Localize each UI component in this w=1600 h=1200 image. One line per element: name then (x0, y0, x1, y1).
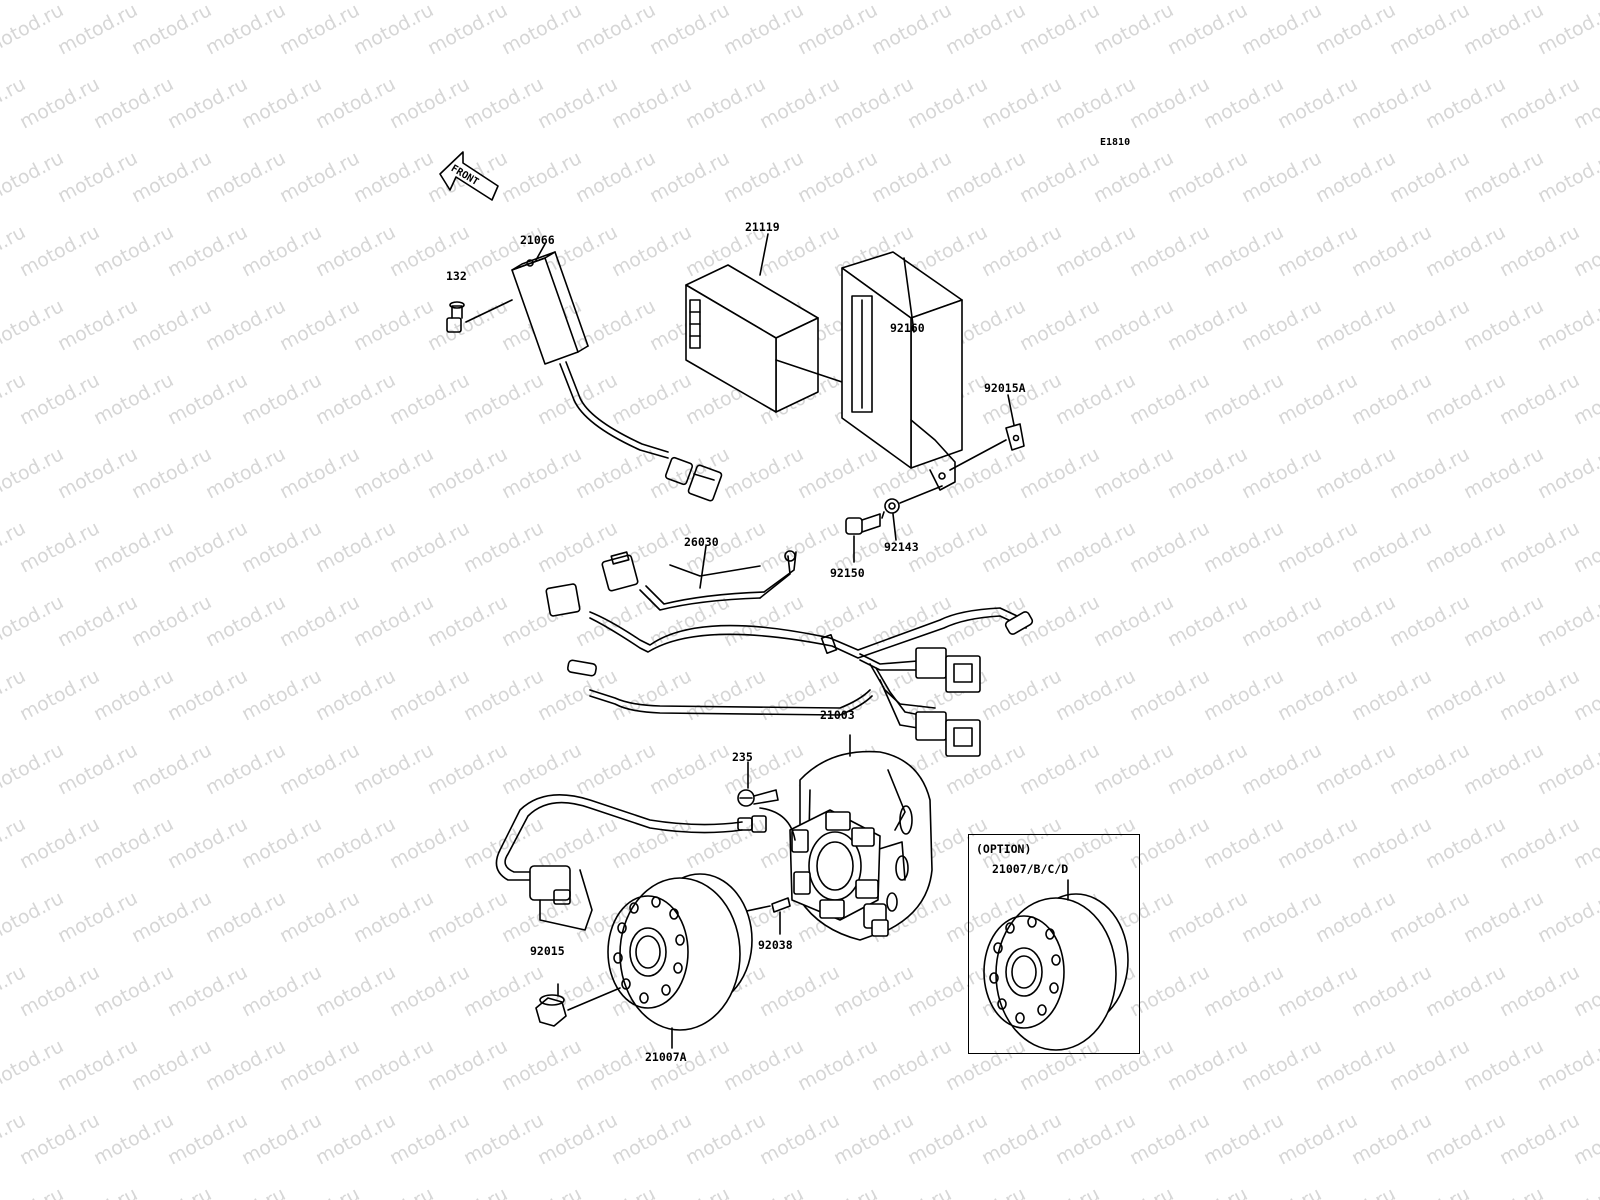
part-21007A-flywheel (608, 874, 752, 1048)
label-21066: 21066 (520, 233, 555, 247)
part-92160-bracket (842, 252, 1024, 490)
option-part-label: 21007/B/C/D (992, 862, 1069, 876)
stator-cable (496, 795, 766, 930)
label-92143: 92143 (884, 540, 919, 554)
diagram-code: E1810 (1100, 137, 1131, 148)
label-132: 132 (446, 269, 467, 283)
part-21066-module (512, 252, 722, 502)
label-92038: 92038 (758, 938, 793, 952)
part-92150-bolt (846, 512, 884, 562)
part-21003-stator (760, 735, 932, 940)
option-box (968, 834, 1140, 1054)
label-92015A: 92015A (984, 381, 1026, 395)
label-92150: 92150 (830, 566, 865, 580)
part-235-screw (738, 762, 778, 806)
part-21007BCD-option-flywheel (984, 880, 1128, 1050)
part-92143-collar (885, 486, 942, 540)
option-title: (OPTION) (976, 842, 1032, 856)
part-92015-nut (536, 984, 620, 1026)
part-26030-harness (546, 551, 1034, 756)
label-92160: 92160 (890, 321, 925, 335)
label-21119: 21119 (745, 220, 780, 234)
leader-lines (536, 234, 1014, 588)
label-21003: 21003 (820, 708, 855, 722)
label-235: 235 (732, 750, 753, 764)
front-arrow-icon (440, 152, 498, 200)
part-21119-box (686, 265, 860, 412)
part-132-bolt (447, 300, 512, 332)
label-21007A: 21007A (645, 1050, 687, 1064)
label-26030: 26030 (684, 535, 719, 549)
label-92015: 92015 (530, 944, 565, 958)
